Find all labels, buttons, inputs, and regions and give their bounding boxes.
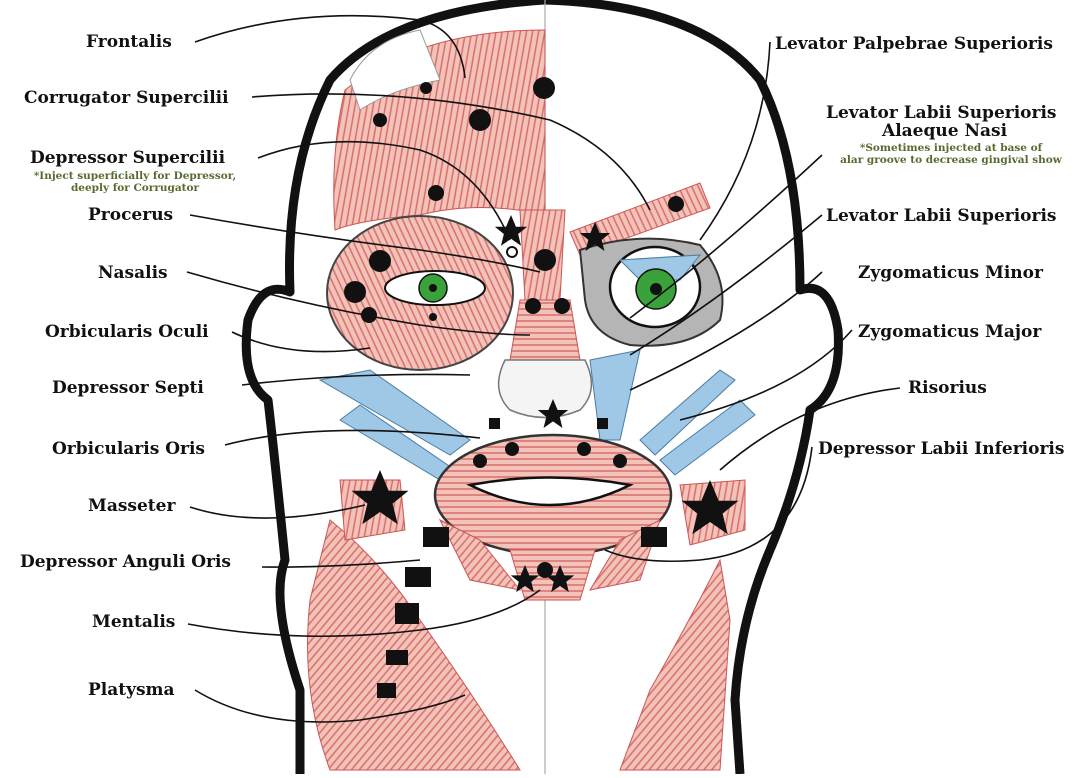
llsan-note-line2: alar groove to decrease gingival show [816,154,1086,166]
injection-point [525,298,541,314]
injection-point [505,442,519,456]
injection-point [469,109,491,131]
label-platysma: Platysma [88,680,175,700]
injection-point [344,281,366,303]
injection-point [369,250,391,272]
label-orbicularis-oculi: Orbicularis Oculi [45,322,209,342]
injection-point [373,113,387,127]
label-procerus: Procerus [88,205,173,225]
label-depressor-anguli-oris: Depressor Anguli Oris [20,552,231,572]
label-mentalis: Mentalis [92,612,175,632]
label-llsan-line2: Alaeque Nasi [882,121,1007,141]
injection-square [489,418,500,429]
label-zygomaticus-major: Zygomaticus Major [858,322,1041,342]
depressor-note-line2: deeply for Corrugator [10,182,260,194]
label-frontalis: Frontalis [86,32,172,52]
injection-point [429,313,437,321]
label-llsan-line1: Levator Labii Superioris [826,103,1057,123]
injection-point [554,298,570,314]
depressor-note-line1: *Inject superficially for Depressor, [10,170,260,182]
label-zygomaticus-minor: Zygomaticus Minor [858,263,1043,283]
label-corrugator-supercilii: Corrugator Supercilii [24,88,229,108]
label-masseter: Masseter [88,496,175,516]
label-nasalis: Nasalis [98,263,168,283]
injection-point [668,196,684,212]
injection-point [473,454,487,468]
injection-point [428,185,444,201]
label-depressor-septi: Depressor Septi [52,378,204,398]
injection-point [534,249,556,271]
injection-point [613,454,627,468]
injection-square [377,683,396,698]
label-levator-labii-superioris: Levator Labii Superioris [826,206,1057,226]
injection-square [597,418,608,429]
label-depressor-supercilii: Depressor Supercilii [30,148,225,168]
right-pupil [650,283,662,295]
injection-square [386,650,408,665]
label-orbicularis-oris: Orbicularis Oris [52,439,205,459]
label-levator-palpebrae-superioris: Levator Palpebrae Superioris [775,34,1053,54]
left-pupil [429,284,437,292]
injection-point [420,82,432,94]
injection-square [423,527,449,547]
injection-point [533,77,555,99]
injection-square [641,527,667,547]
injection-square [395,603,419,624]
nasalis-muscle [510,300,580,360]
llsan-note-line1: *Sometimes injected at base of [816,142,1086,154]
nose-tip [499,360,592,418]
label-depressor-labii-inferioris: Depressor Labii Inferioris [818,439,1064,459]
injection-point-open [507,247,517,257]
injection-square [405,567,431,587]
label-risorius: Risorius [908,378,987,398]
injection-point [577,442,591,456]
